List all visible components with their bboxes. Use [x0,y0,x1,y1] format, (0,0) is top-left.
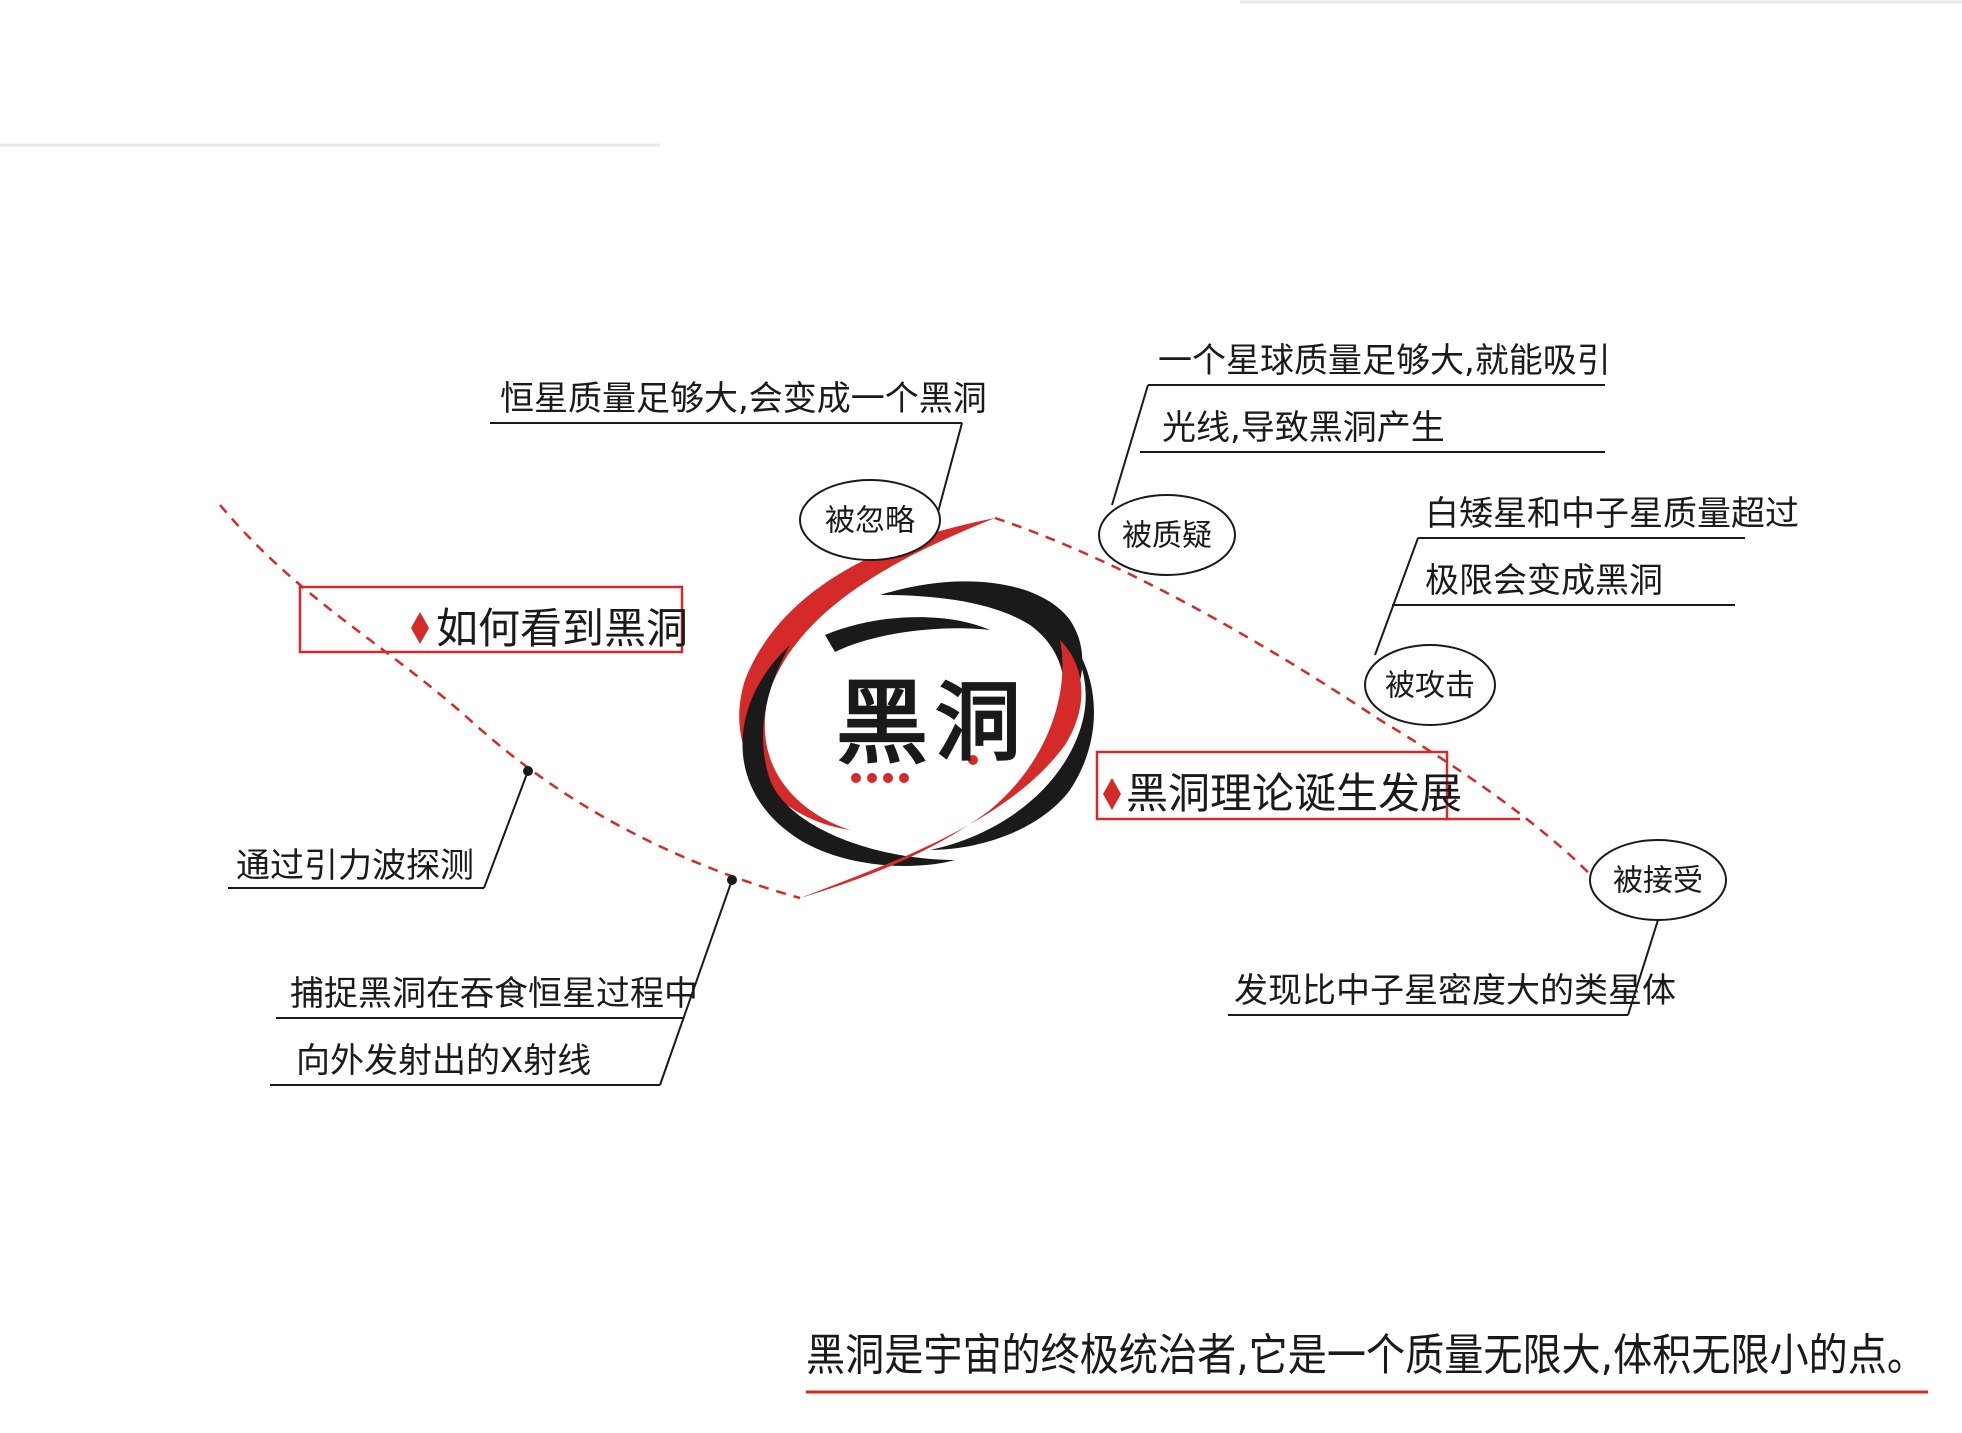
emblem-dot [867,773,877,783]
emblem-dot [968,755,978,765]
stage-note: 发现比中子星密度大的类星体 [1234,971,1676,1011]
leader-line [1627,919,1659,1016]
leader-line [1111,384,1149,506]
diamond-marker-icon [411,612,429,644]
leaf-xray: 捕捉黑洞在吞食恒星过程中 向外发射出的X射线 [270,875,737,1086]
stage-ignored: 恒星质量足够大,会变成一个黑洞 被忽略 [490,379,987,561]
stage-note: 恒星质量足够大,会变成一个黑洞 [500,379,987,419]
summary-text: 黑洞是宇宙的终极统治者,它是一个质量无限大,体积无限小的点。 [806,1330,1926,1381]
leader-line [937,422,963,513]
branch-curve-right [994,516,1601,886]
stage-label: 被攻击 [1385,669,1475,704]
leaf-gravitational-wave: 通过引力波探测 [228,766,533,889]
leaf-text-line2: 向外发射出的X射线 [296,1041,591,1081]
stage-note-line2: 光线,导致黑洞产生 [1162,408,1445,448]
summary-block: 黑洞是宇宙的终极统治者,它是一个质量无限大,体积无限小的点。 [806,1330,1928,1394]
stage-oval [799,479,941,561]
stage-note-line1: 一个星球质量足够大,就能吸引 [1158,341,1611,381]
leaf-text: 通过引力波探测 [236,846,474,886]
topic-frame [298,585,684,654]
black-hole-emblem: 黑 洞 [739,518,1094,898]
branch-curve-left [219,504,801,900]
topic-title: 黑洞理论诞生发展 [1126,769,1462,818]
stage-oval [1364,644,1496,726]
leader-line [483,770,529,889]
swirl-black-upper-right [880,581,1083,720]
diamond-marker-icon [1103,778,1121,810]
stage-label: 被质疑 [1122,519,1212,554]
swirl-red-upper [739,518,995,830]
stage-questioned: 一个星球质量足够大,就能吸引 光线,导致黑洞产生 被质疑 [1098,341,1611,576]
stage-note-line1: 白矮星和中子星质量超过 [1425,494,1799,534]
topic-frame [1095,750,1449,821]
emblem-dot [883,773,893,783]
stage-note-line2: 极限会变成黑洞 [1425,561,1663,601]
swirl-black-inner-top [825,617,990,652]
topic-theory: 黑洞理论诞生发展 [1095,750,1520,821]
stage-oval [1098,494,1236,576]
topic-how-to-see: 如何看到黑洞 [298,585,688,654]
leader-line [659,879,733,1086]
topic-title: 如何看到黑洞 [436,604,688,653]
center-char-dong: 洞 [935,672,1021,773]
stage-label: 被忽略 [825,504,915,539]
center-char-hei: 黑 [836,669,928,777]
stage-attacked: 白矮星和中子星质量超过 极限会变成黑洞 被攻击 [1364,494,1799,726]
emblem-dot [899,773,909,783]
swirl-black-right [930,610,1094,850]
leader-line [1374,537,1419,656]
emblem-dot [851,773,861,783]
stage-label: 被接受 [1613,864,1703,899]
stage-accepted: 被接受 发现比中子星密度大的类星体 [1228,839,1727,1016]
leaf-text-line1: 捕捉黑洞在吞食恒星过程中 [290,974,698,1014]
